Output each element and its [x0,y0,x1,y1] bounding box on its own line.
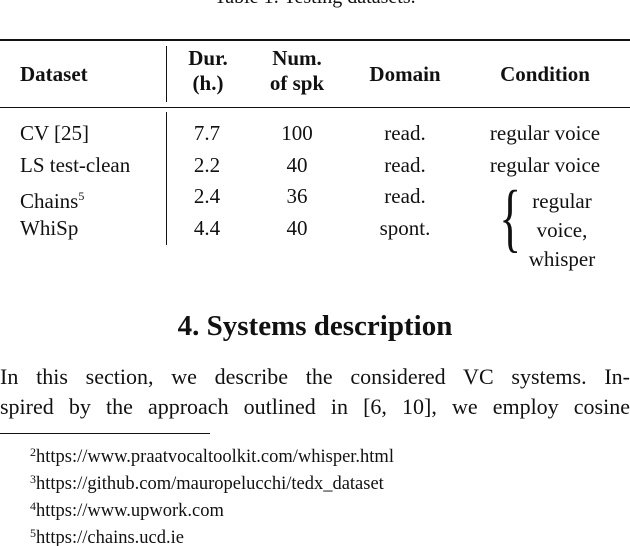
paragraph-line: spired by the approach outlined in [6, 1… [0,394,630,419]
footnote-link[interactable]: https://www.upwork.com [36,501,224,521]
table-top-rule [0,39,630,41]
footnote: 3https://github.com/mauropelucchi/tedx_d… [30,468,384,495]
shared-condition: regular voice, whisper [529,187,596,274]
cell-condition: regular voice [489,121,601,145]
footnote: 5https://chains.ucd.ie [30,522,184,546]
cell-dataset: WhiSp [20,216,78,240]
cell-domain: read. [384,153,426,177]
cell-domain: spont. [379,216,431,240]
dataset-name: LS test-clean [20,153,131,177]
cell-spk: 40 [286,216,308,240]
cell-dur: 2.2 [193,153,221,177]
header-duration: Dur.(h.) [188,46,228,96]
header-condition: Condition [500,62,590,86]
footnote-number: 2 [30,445,36,459]
cell-domain: read. [384,184,426,208]
header-line: (h.) [192,71,224,95]
header-num-speakers: Num.of spk [270,46,324,96]
dataset-name: WhiSp [20,216,79,240]
cell-domain: read. [384,121,426,145]
condition-line: whisper [528,247,596,271]
header-dataset: Dataset [20,62,88,86]
section-paragraph: In this section, we describe the conside… [0,362,630,422]
footnote-link[interactable]: https://www.praatvocaltoolkit.com/whispe… [36,447,394,467]
table-header-separator [166,46,167,102]
cell-dur: 2.4 [193,184,221,208]
header-domain: Domain [369,62,441,86]
cell-dataset: CV [25] [20,121,89,145]
section-heading: 4. Systems description [177,310,453,342]
table-body-separator [166,112,167,245]
cell-dataset: Chains5 [20,184,84,213]
cell-spk: 100 [281,121,313,145]
cell-condition: regular voice [489,153,601,177]
condition-line: regular [532,189,592,213]
dataset-name: CV [25] [20,121,90,145]
header-line: Dur. [188,46,228,70]
cell-dataset: LS test-clean [20,153,130,177]
footnote-ref[interactable]: 5 [78,189,85,203]
paragraph-line: In this section, we describe the conside… [0,364,630,389]
cell-spk: 40 [286,153,308,177]
footnote-link[interactable]: https://chains.ucd.ie [36,528,184,546]
table-mid-rule [0,107,630,108]
table-caption: Table 1: Testing datasets. [0,0,630,9]
header-line: of spk [269,71,325,95]
footnote-number: 3 [30,472,36,486]
header-line: Num. [272,46,322,70]
brace: { [499,176,522,260]
condition-line: voice, [536,218,588,242]
cell-dur: 4.4 [193,216,221,240]
cell-dur: 7.7 [193,121,221,145]
footnote-number: 5 [30,526,36,540]
dataset-name: Chains [20,189,79,213]
footnote-number: 4 [30,499,36,513]
footnote: 4https://www.upwork.com [30,495,224,522]
cell-spk: 36 [286,184,308,208]
footnote-rule [0,433,210,434]
footnote: 2https://www.praatvocaltoolkit.com/whisp… [30,441,394,468]
footnote-link[interactable]: https://github.com/mauropelucchi/tedx_da… [36,474,384,494]
